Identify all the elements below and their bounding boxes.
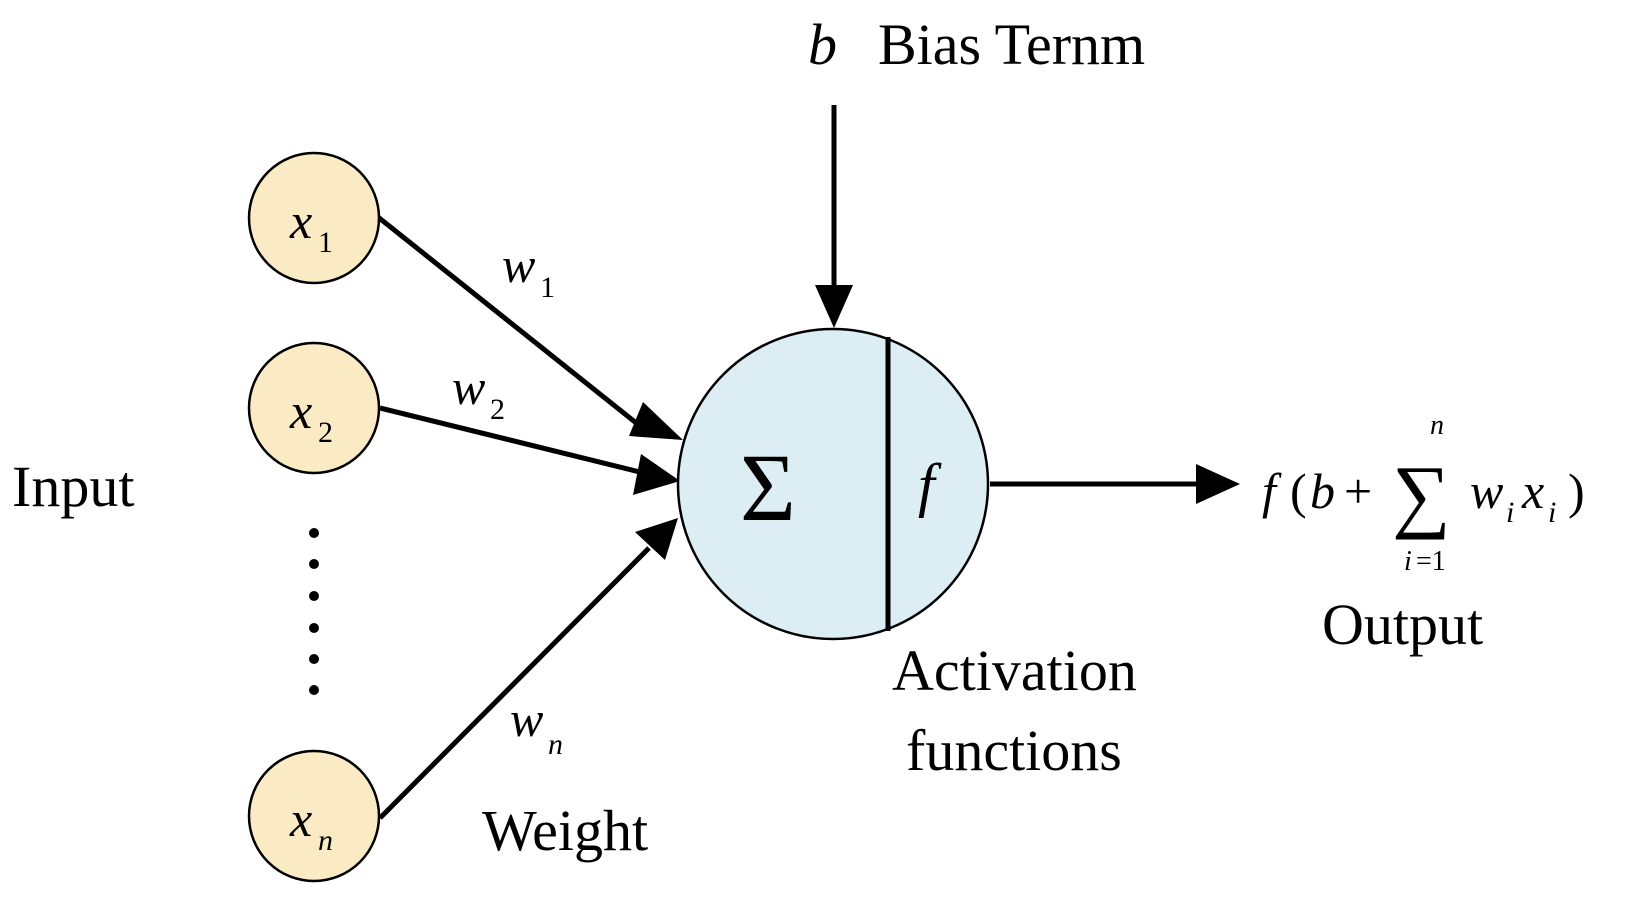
input-label: Input (12, 454, 134, 519)
formula-bias: b (1310, 463, 1335, 519)
formula-plus: + (1344, 463, 1372, 519)
formula-w: w (1470, 463, 1503, 519)
input-symbol: x (289, 193, 312, 249)
formula-func: f (1262, 463, 1282, 519)
weight-symbol: w (510, 691, 543, 747)
weight-label: Weight (482, 798, 648, 863)
input-symbol: x (289, 791, 312, 847)
output-arrow (990, 464, 1240, 504)
weight-label-n: w n (510, 691, 563, 761)
formula-upper-limit: n (1430, 410, 1444, 441)
formula-open-paren: ( (1290, 463, 1307, 519)
output-formula: f ( b + ∑ n i =1 w i x i ) (1262, 410, 1585, 577)
output-label: Output (1322, 592, 1483, 657)
bias-arrow (815, 105, 853, 328)
input-circle (247, 151, 381, 285)
bias-arrowhead (815, 285, 853, 328)
summation-symbol: Σ (740, 434, 796, 541)
weight-index: 1 (540, 271, 555, 304)
connection-x1 (376, 215, 647, 432)
bias-symbol: b (808, 12, 837, 77)
input-index: 2 (318, 416, 333, 449)
formula-sum: ∑ (1392, 449, 1450, 540)
input-symbol: x (289, 383, 312, 439)
arrowhead-x1 (629, 402, 683, 440)
weight-symbol: w (452, 359, 485, 415)
formula-w-index: i (1506, 496, 1514, 529)
input-node-1: x 1 (247, 151, 381, 285)
weight-index: 2 (490, 393, 505, 426)
weight-label-2: w 2 (452, 359, 505, 426)
weight-index: n (548, 728, 563, 761)
weight-connections (376, 215, 683, 820)
bias-text: Bias Ternm (878, 12, 1145, 77)
input-circle (247, 341, 381, 475)
input-node-2: x 2 (247, 341, 381, 475)
input-index: 1 (318, 226, 333, 259)
neuron: Σ f (676, 327, 990, 641)
input-circle (247, 749, 381, 883)
neuron-circle (676, 327, 990, 641)
arrowhead-x2 (633, 454, 680, 495)
activation-label-line2: functions (906, 718, 1122, 783)
bias-label: b Bias Ternm (808, 12, 1145, 77)
formula-x: x (1521, 463, 1544, 519)
weight-label-1: w 1 (502, 237, 555, 304)
formula-x-index: i (1548, 496, 1556, 529)
formula-lower-var: i (1404, 546, 1412, 577)
input-index: n (318, 824, 333, 857)
connection-x2 (379, 405, 641, 475)
formula-lower-eq: =1 (1416, 546, 1446, 577)
weight-symbol: w (502, 237, 535, 293)
output-arrowhead (1196, 464, 1240, 504)
connection-xn (378, 546, 651, 820)
ellipsis-dots (309, 528, 319, 695)
arrowhead-xn (635, 518, 678, 560)
activation-label-line1: Activation (892, 638, 1137, 703)
input-node-n: x n (247, 749, 381, 883)
formula-close-paren: ) (1568, 463, 1585, 519)
